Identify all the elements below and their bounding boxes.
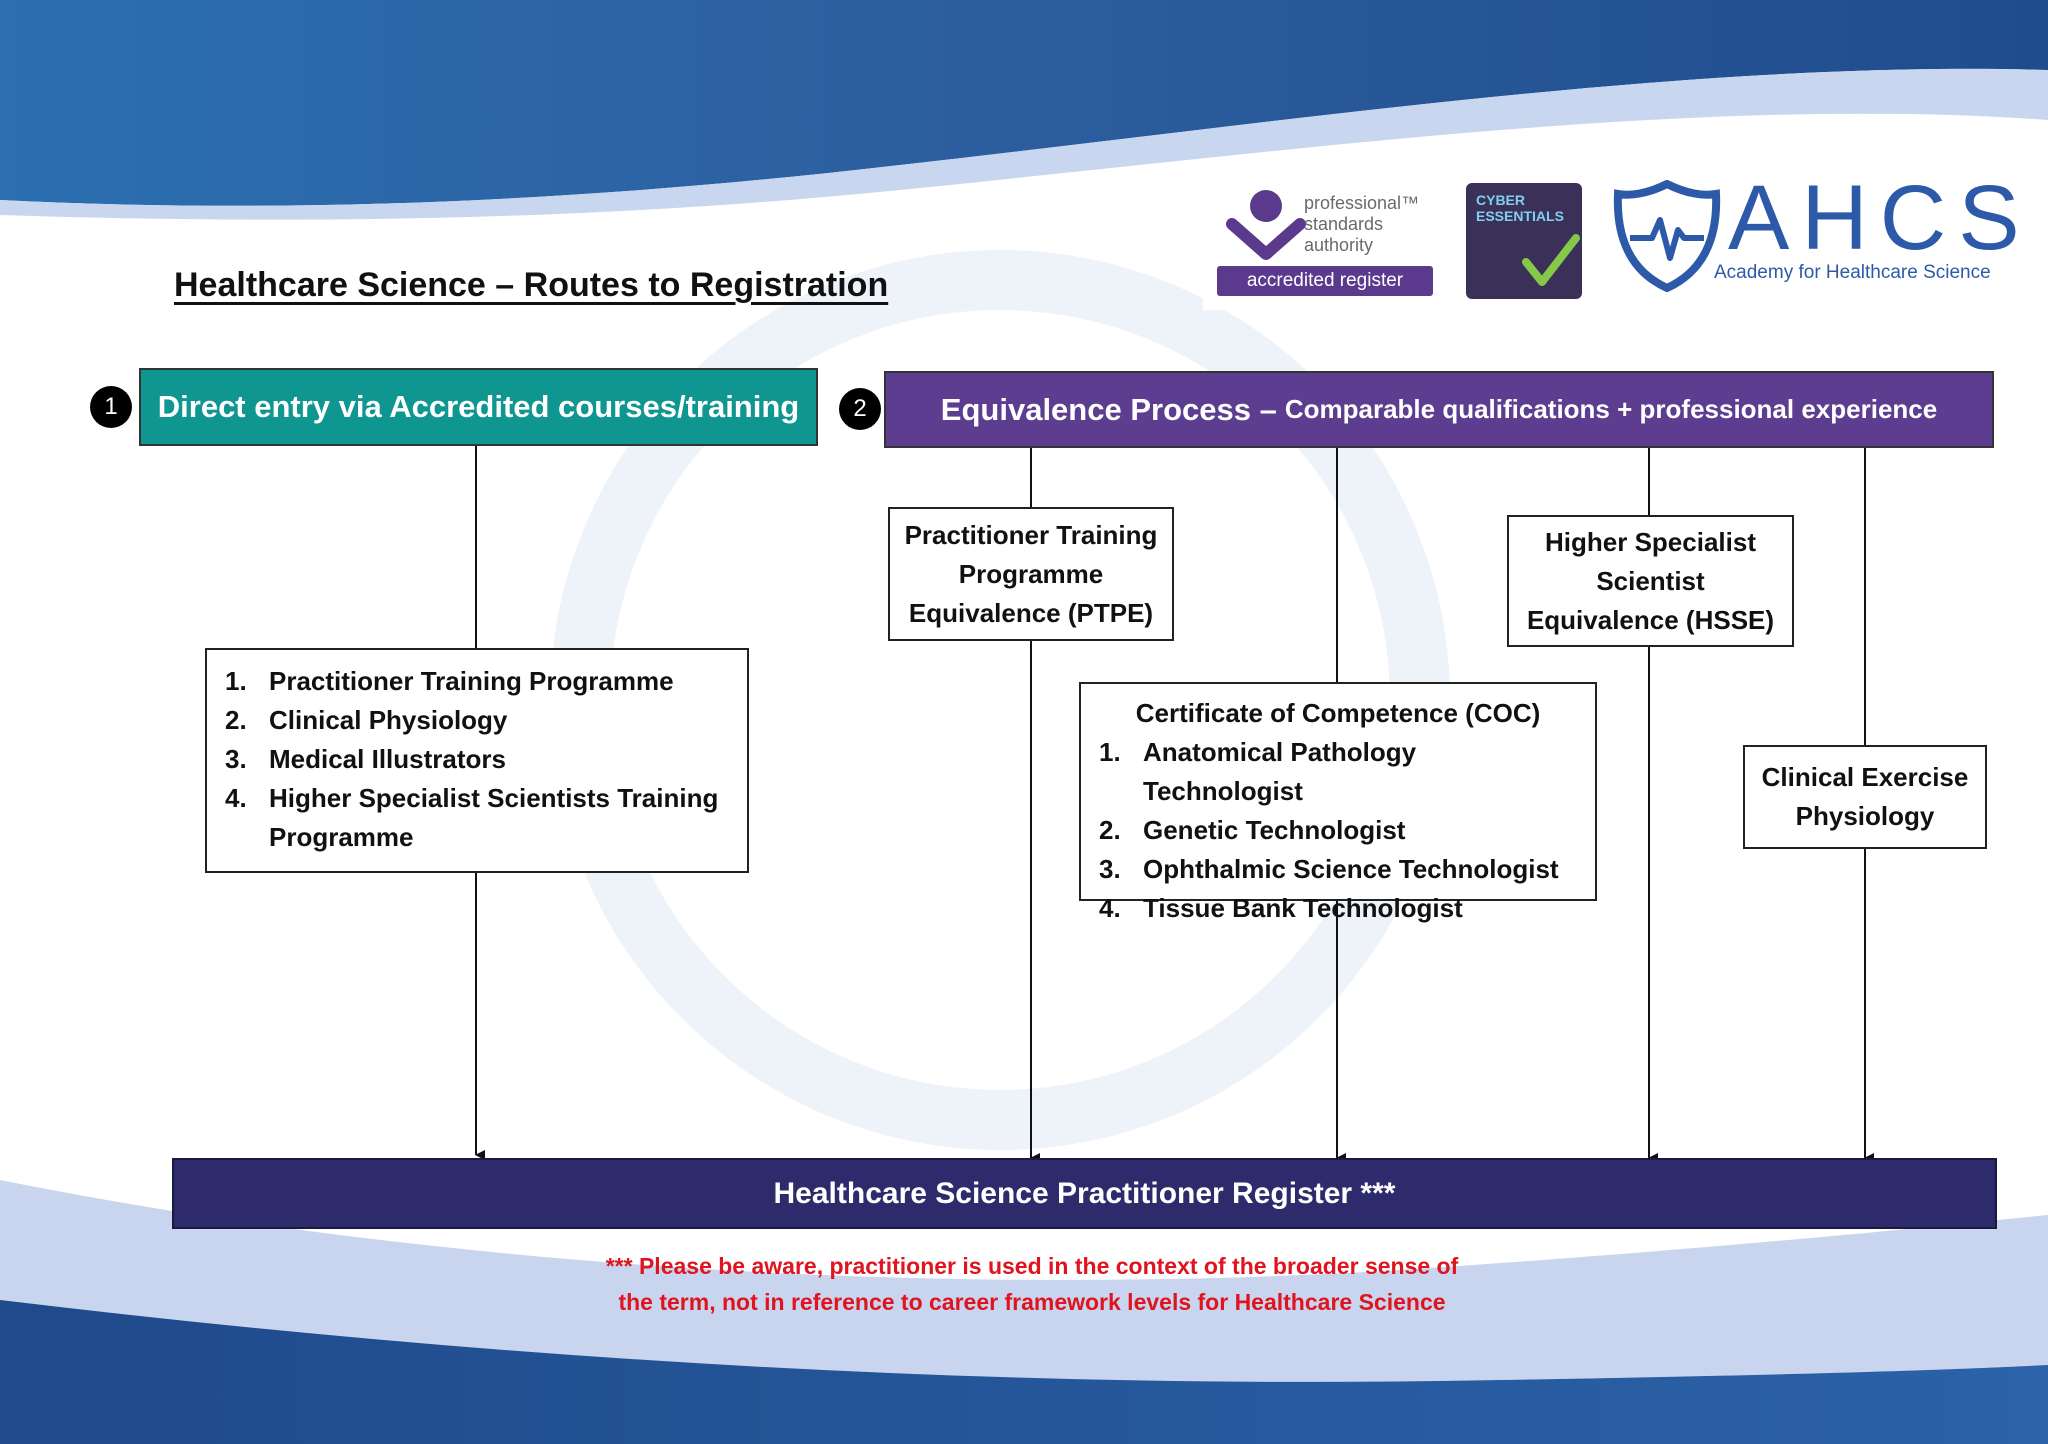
psa-accredited-badge: accredited register xyxy=(1217,266,1433,296)
cyber-line-1: CYBER xyxy=(1476,192,1526,208)
footnote-line-1: *** Please be aware, practitioner is use… xyxy=(605,1253,1459,1279)
footnote-line-2: the term, not in reference to career fra… xyxy=(618,1289,1446,1315)
coc-box: Certificate of Competence (COC) 1.Anatom… xyxy=(1079,682,1597,923)
checkmark-icon xyxy=(1522,234,1580,286)
route2-heading-title: Equivalence Process – xyxy=(940,391,1277,427)
list-item: 3.Ophthalmic Science Technologist xyxy=(1099,854,1559,884)
page-title: Healthcare Science – Routes to Registrat… xyxy=(174,266,889,304)
route2-number-badge: 2 xyxy=(839,388,881,430)
list-item: 2.Genetic Technologist xyxy=(1099,815,1406,845)
ahcs-shield-icon xyxy=(1613,180,1721,292)
coc-title: Certificate of Competence (COC) xyxy=(1135,698,1541,728)
clinical-exercise-physiology-box: Clinical Exercise Physiology xyxy=(1743,745,1987,849)
list-item: 4.Higher Specialist Scientists Training … xyxy=(225,783,719,852)
cyber-essentials-logo xyxy=(1466,183,1582,299)
psa-wordmark: professional™ standards authority xyxy=(1304,193,1419,256)
route1-programme-list: 1.Practitioner Training Programme 2.Clin… xyxy=(205,648,749,873)
route2-heading: Equivalence Process – Comparable qualifi… xyxy=(884,371,1994,448)
psa-logo-icon xyxy=(1226,190,1306,260)
ahcs-wordmark: AHCS xyxy=(1728,167,2032,269)
list-item: 1.Anatomical Pathology Technologist xyxy=(1099,737,1417,806)
list-item: 4.Tissue Bank Technologist xyxy=(1099,893,1463,923)
ptpe-box: Practitioner Training Programme Equivale… xyxy=(888,507,1174,641)
psa-line-3: authority xyxy=(1304,235,1374,255)
route2-heading-subtitle: Comparable qualifications + professional… xyxy=(1284,394,1938,424)
footnote: *** Please be aware, practitioner is use… xyxy=(300,1248,1764,1320)
practitioner-register-bar: Healthcare Science Practitioner Register… xyxy=(172,1158,1997,1229)
list-item: 2.Clinical Physiology xyxy=(225,705,508,735)
psa-line-2: standards xyxy=(1304,214,1384,234)
psa-line-1: professional™ xyxy=(1304,193,1420,213)
ahcs-tagline: Academy for Healthcare Science xyxy=(1714,262,1991,283)
cyber-essentials-wordmark: CYBER ESSENTIALS xyxy=(1476,192,1564,224)
hsse-box: Higher Specialist Scientist Equivalence … xyxy=(1507,515,1794,647)
route1-number-badge: 1 xyxy=(90,386,132,428)
cyber-line-2: ESSENTIALS xyxy=(1476,208,1564,224)
list-item: 1.Practitioner Training Programme xyxy=(225,666,674,696)
route1-heading: Direct entry via Accredited courses/trai… xyxy=(139,368,818,446)
list-item: 3.Medical Illustrators xyxy=(225,744,506,774)
